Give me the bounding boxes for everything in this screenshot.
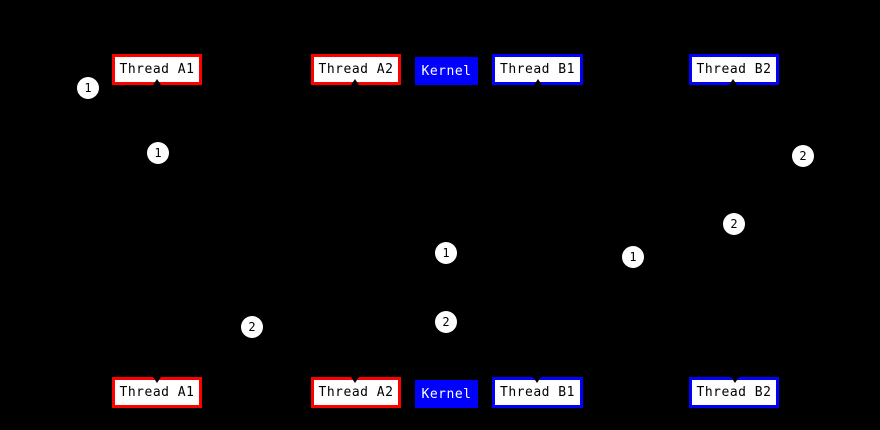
step-number-label: 1	[154, 146, 162, 160]
edge-connector-notch	[351, 79, 359, 85]
step-number-label: 1	[84, 81, 92, 95]
thread-box-label: Thread A1	[119, 62, 195, 77]
thread-box-label: Thread B1	[500, 62, 575, 77]
node-thread-b1-top: Thread B1	[492, 54, 583, 85]
node-kernel-top: Kernel	[415, 57, 478, 85]
step-number-badge: 1	[147, 142, 169, 164]
node-thread-a2-bottom: Thread A2	[311, 377, 401, 408]
thread-box-label: Kernel	[421, 63, 472, 79]
node-thread-b1-bottom: Thread B1	[492, 377, 583, 408]
step-number-badge: 1	[435, 242, 457, 264]
thread-box-label: Thread B2	[696, 385, 772, 400]
edge-connector-notch	[153, 79, 161, 85]
step-number-badge: 2	[792, 145, 814, 167]
step-number-label: 1	[629, 250, 637, 264]
edge-connector-notch	[533, 377, 541, 383]
step-number-label: 2	[730, 217, 738, 231]
edge-connector-notch	[351, 377, 359, 383]
thread-box-label: Kernel	[421, 386, 472, 402]
edge-connector-notch	[153, 377, 161, 383]
thread-box-label: Thread A2	[318, 385, 394, 400]
node-thread-a1-top: Thread A1	[112, 54, 202, 85]
thread-box-label: Thread B1	[500, 385, 575, 400]
node-thread-b2-bottom: Thread B2	[689, 377, 779, 408]
step-number-label: 1	[442, 246, 450, 260]
edge-connector-notch	[534, 79, 542, 85]
step-number-label: 2	[442, 315, 450, 329]
step-number-badge: 2	[241, 316, 263, 338]
step-number-label: 2	[248, 320, 256, 334]
thread-box-label: Thread B2	[696, 62, 772, 77]
step-number-label: 2	[799, 149, 807, 163]
thread-box-label: Thread A2	[318, 62, 394, 77]
node-thread-a2-top: Thread A2	[311, 54, 401, 85]
step-number-badge: 1	[622, 246, 644, 268]
node-kernel-bottom: Kernel	[415, 380, 478, 408]
edge-connector-notch	[729, 79, 737, 85]
node-thread-a1-bottom: Thread A1	[112, 377, 202, 408]
step-number-badge: 2	[435, 311, 457, 333]
thread-box-label: Thread A1	[119, 385, 195, 400]
step-number-badge: 2	[723, 213, 745, 235]
node-thread-b2-top: Thread B2	[689, 54, 779, 85]
step-number-badge: 1	[77, 77, 99, 99]
edge-connector-notch	[731, 377, 739, 383]
